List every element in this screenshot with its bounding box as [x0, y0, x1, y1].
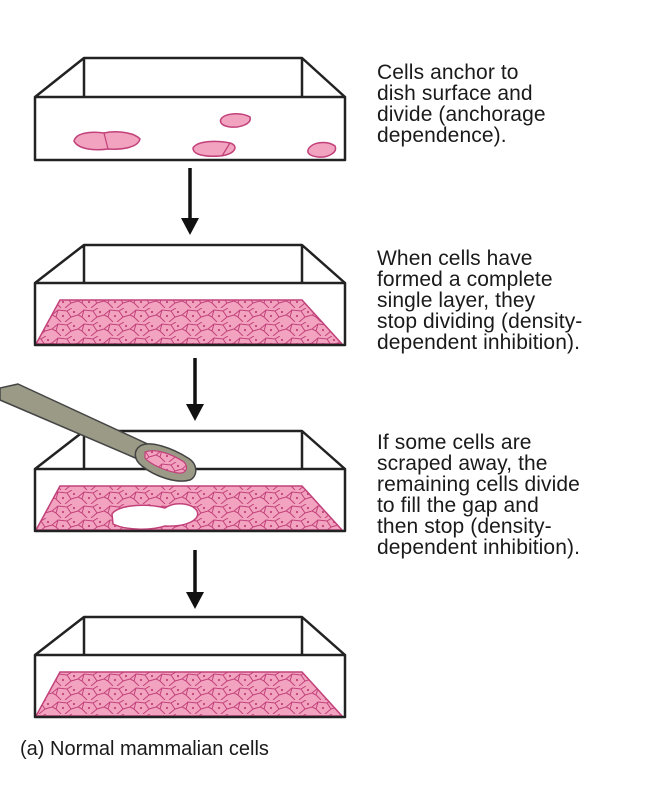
dish-1-outline — [33, 56, 347, 162]
scraper-handle — [0, 383, 153, 461]
dish-4 — [33, 615, 347, 719]
dish-2 — [33, 243, 347, 347]
arrow-2 — [186, 358, 204, 421]
arrow-3 — [186, 550, 204, 609]
dish-3 — [33, 429, 347, 533]
scraper-tool — [0, 383, 197, 482]
cell — [219, 113, 251, 128]
scraped-cells — [144, 450, 188, 474]
cell-outlines — [103, 132, 231, 157]
step-2-description: When cells have formed a complete single… — [377, 247, 583, 354]
dish-1 — [33, 56, 347, 162]
cell — [73, 131, 141, 151]
cell — [307, 141, 337, 158]
figure-caption: (a) Normal mammalian cells — [20, 738, 269, 760]
dish-3-outline — [33, 429, 347, 533]
dish-4-outline — [33, 615, 347, 719]
arrow-1 — [181, 168, 199, 235]
step-1-description: Cells anchor to dish surface and divide … — [377, 61, 546, 147]
cell-layer — [34, 671, 344, 717]
cell-layer — [34, 299, 344, 345]
scraped-gap — [111, 503, 199, 530]
dish-2-outline — [33, 243, 347, 347]
cell — [192, 140, 236, 157]
step-3-description: If some cells are scraped away, the rema… — [377, 431, 581, 559]
